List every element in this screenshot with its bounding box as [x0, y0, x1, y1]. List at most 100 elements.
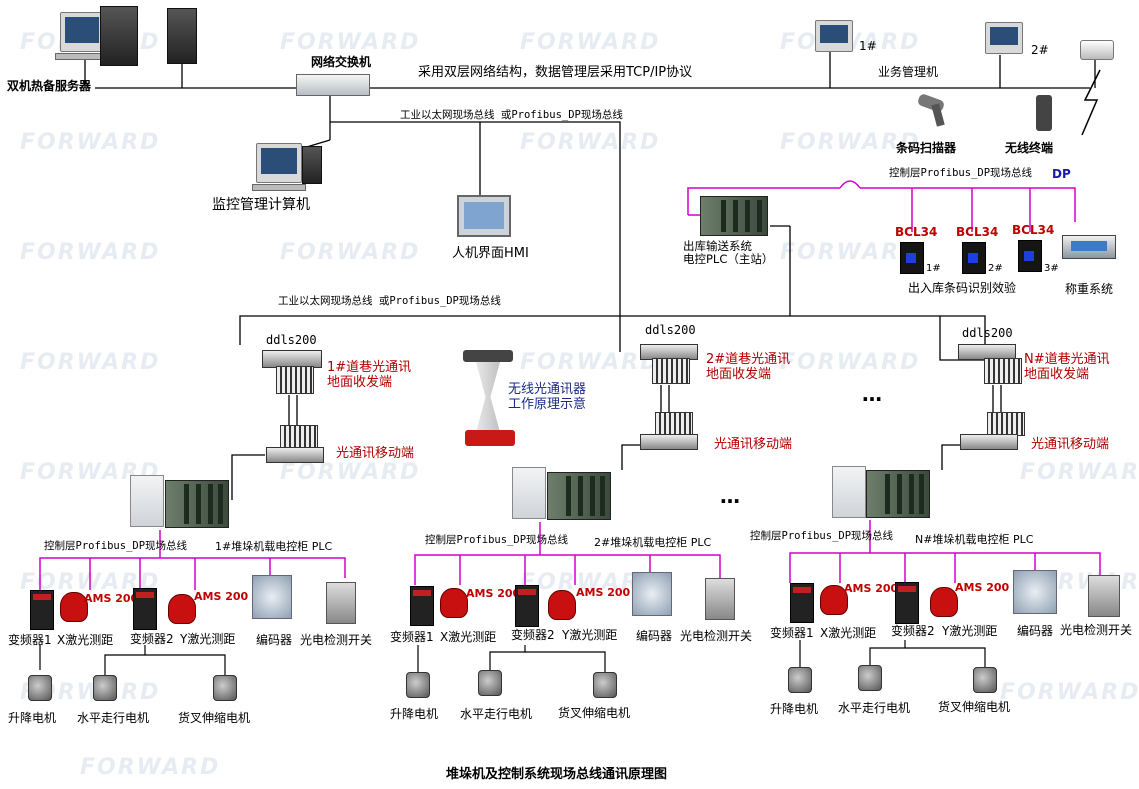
weighing-system-icon	[1062, 235, 1116, 259]
lane-n-lift-motor-icon	[788, 667, 812, 693]
lane-2-encoder-label: 编码器	[636, 629, 673, 643]
lane-1-dp-bus-label: 控制层Profibus_DP现场总线	[44, 540, 188, 552]
watermark: FORWARD	[780, 240, 921, 265]
lane-n-mobile-label: 光通讯移动端	[1031, 437, 1110, 452]
business-pc-label: 业务管理机	[878, 65, 939, 79]
network-switch-icon	[296, 74, 370, 96]
lane-1-ground-label: 1#道巷光通讯 地面收发端	[327, 360, 412, 390]
lane-1-m2-label: 水平走行电机	[77, 711, 150, 725]
lane-2-xlaser-label: X激光测距	[440, 630, 497, 644]
lane-n-ams-label: AMS 200	[844, 582, 899, 595]
lane-n-inv1-label: 变频器1	[770, 626, 814, 640]
bcl-1-label: 1#	[926, 263, 941, 274]
monitoring-pc-keyboard	[252, 184, 306, 191]
lane-2-y-laser-icon	[548, 590, 576, 620]
dp-bus-label: 控制层Profibus_DP现场总线	[889, 167, 1033, 179]
lane-n-ground-label: N#道巷光通讯 地面收发端	[1024, 352, 1110, 382]
lane-n-fork-motor-icon	[973, 667, 997, 693]
lane-1-ams-label: AMS 200	[84, 592, 139, 605]
watermark: FORWARD	[1000, 680, 1139, 705]
lane-1-mobile-label: 光通讯移动端	[336, 446, 415, 461]
lane-n-mobile-transceiver-icon	[960, 434, 1018, 450]
server-tower	[167, 8, 197, 64]
lane-2-inv1-label: 变频器1	[390, 630, 434, 644]
wireless-terminal-icon	[1036, 95, 1052, 131]
more-lanes-ellipsis: …	[862, 382, 882, 406]
lane-2-ground-label: 2#道巷光通讯 地面收发端	[706, 352, 791, 382]
barcode-check-label: 出入库条码识别效验	[908, 281, 1017, 295]
business-pc-2-icon	[985, 22, 1023, 54]
lane-1-m3-label: 货叉伸缩电机	[178, 711, 251, 725]
lane-n-inverter-1-icon	[790, 583, 814, 623]
outbound-plc-icon	[700, 196, 768, 236]
lane-2-fork-motor-icon	[593, 672, 617, 698]
lane-2-mobile-label: 光通讯移动端	[714, 437, 793, 452]
server-monitor	[60, 12, 104, 52]
watermark: FORWARD	[520, 130, 661, 155]
lane-2-mobile-receiver-icon	[655, 412, 693, 436]
lane-n-travel-motor-icon	[858, 665, 882, 691]
lane-1-cabinet-icon	[130, 475, 164, 527]
switch-label: 网络交换机	[311, 55, 372, 69]
lane-n-plc-icon	[866, 470, 930, 518]
watermark: FORWARD	[80, 755, 221, 780]
lane-n-ylaser-label: Y激光测距	[942, 624, 998, 638]
watermark: FORWARD	[520, 350, 661, 375]
network-description: 采用双层网络结构，数据管理层采用TCP/IP协议	[418, 65, 693, 80]
outbound-plc-label: 出库输送系统 电控PLC（主站）	[683, 239, 774, 266]
ethernet-bus-label: 工业以太网现场总线 或Profibus_DP现场总线	[400, 109, 623, 121]
lane-1-lift-motor-icon	[28, 675, 52, 701]
lane-2-ylaser-label: Y激光测距	[562, 628, 618, 642]
weighing-label: 称重系统	[1065, 282, 1114, 296]
lane-n-cabinet-icon	[832, 466, 866, 518]
hmi-label: 人机界面HMI	[452, 246, 529, 261]
bcl-scanner-3-icon	[1018, 240, 1042, 272]
lane-1-ground-receiver-icon	[276, 366, 314, 394]
bcl-2-label: 2#	[988, 263, 1003, 274]
lane-n-xlaser-label: X激光测距	[820, 626, 877, 640]
lane-1-ylaser-label: Y激光测距	[180, 632, 236, 646]
lane-1-ddls-label: ddls200	[266, 333, 317, 347]
lane-1-ams-label: AMS 200	[194, 590, 249, 603]
watermark: FORWARD	[20, 350, 161, 375]
monitoring-pc-tower	[302, 146, 322, 184]
lane-1-inv2-label: 变频器2	[130, 632, 174, 646]
lane-2-x-laser-icon	[440, 588, 468, 618]
lane-2-lift-motor-icon	[406, 672, 430, 698]
watermark: FORWARD	[1020, 460, 1139, 485]
watermark: FORWARD	[20, 130, 161, 155]
server-label: 双机热备服务器	[7, 79, 92, 93]
lane-2-mobile-transceiver-icon	[640, 434, 698, 450]
business-pc-1-label: 1#	[859, 39, 877, 53]
watermark: FORWARD	[780, 130, 921, 155]
lane-n-ams-label: AMS 200	[955, 581, 1010, 594]
lane-2-encoder-icon	[632, 572, 672, 616]
server-tower	[100, 6, 138, 66]
lane-2-m1-label: 升降电机	[390, 707, 439, 721]
monitoring-pc-label: 监控管理计算机	[212, 197, 310, 213]
lane-1-m1-label: 升降电机	[8, 711, 57, 725]
lane-1-encoder-label: 编码器	[256, 633, 293, 647]
lane-2-ams-label: AMS 200	[576, 586, 631, 599]
watermark: FORWARD	[280, 30, 421, 55]
server-keyboard	[55, 53, 105, 60]
watermark: FORWARD	[780, 350, 921, 375]
bcl-label: BCL34	[1012, 223, 1055, 237]
lane-n-encoder-label: 编码器	[1017, 624, 1054, 638]
dp-tag: DP	[1052, 167, 1071, 181]
lane-1-inverter-2-icon	[133, 588, 157, 630]
lane-2-photo-switch-icon	[705, 578, 735, 620]
lane-1-encoder-icon	[252, 575, 292, 619]
business-pc-1-icon	[815, 20, 853, 52]
ethernet-bus-label-2: 工业以太网现场总线 或Profibus_DP现场总线	[278, 295, 501, 307]
lane-1-inv1-label: 变频器1	[8, 633, 52, 647]
optical-transceiver-bottom-icon	[465, 430, 515, 446]
lane-1-plc-icon	[165, 480, 229, 528]
lane-2-travel-motor-icon	[478, 670, 502, 696]
lane-1-cabinet-label: 1#堆垛机载电控柜 PLC	[215, 540, 333, 553]
lane-2-ams-label: AMS 200	[466, 587, 521, 600]
lane-1-travel-motor-icon	[93, 675, 117, 701]
lane-n-inverter-2-icon	[895, 582, 919, 624]
